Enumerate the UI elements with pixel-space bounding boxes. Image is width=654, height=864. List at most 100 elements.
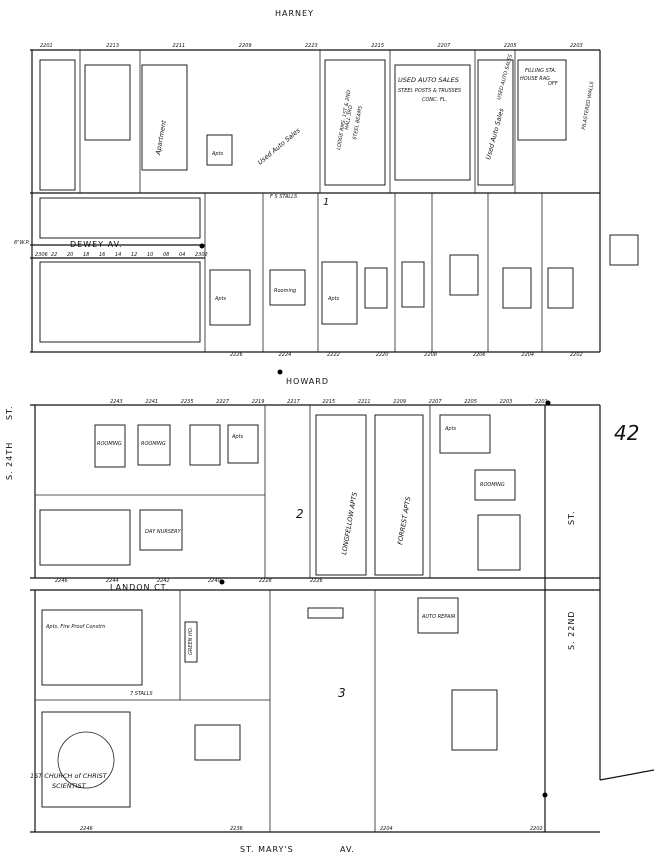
building: [364, 267, 388, 309]
street-labels: HARNEY DEWEY AV. HOWARD LANDON CT. ST. M…: [5, 9, 576, 854]
address-number: 2226: [230, 352, 243, 358]
buildings: [39, 59, 639, 808]
building: [609, 234, 639, 266]
address-number: 2209: [239, 43, 252, 49]
sheet-number: 42: [614, 421, 639, 445]
label-church-2: SCIENTIST: [52, 782, 87, 790]
address-number: 2215: [323, 399, 336, 405]
label-fireproof: Apts. Fire Proof Constrn: [45, 624, 105, 630]
address-number: 2207: [429, 399, 443, 405]
building: [502, 267, 532, 309]
label-office: OFF: [548, 81, 558, 87]
address-number: 2306: [35, 252, 48, 258]
hydrant-icon: [545, 400, 551, 406]
building: [307, 607, 344, 619]
address-number: 2244: [106, 578, 119, 584]
address-number: 2204: [521, 352, 534, 358]
building: [41, 609, 143, 686]
building: [206, 134, 233, 166]
address-number: 18: [83, 252, 89, 258]
address-number: 2246: [55, 578, 68, 584]
label-apts-5: Apts: [444, 426, 457, 432]
building: [477, 514, 521, 571]
label-rooming-3: ROOMING: [141, 441, 166, 447]
building: [449, 254, 479, 296]
building: [439, 414, 491, 454]
address-number: 2235: [181, 399, 194, 405]
building: [269, 269, 306, 306]
block-number-1: 1: [323, 197, 329, 208]
block-number-3: 3: [338, 686, 346, 700]
address-number: 2217: [287, 399, 301, 405]
building: [227, 424, 259, 464]
address-number: 2223: [305, 43, 318, 49]
address-number: 2246: [80, 826, 93, 832]
label-used-auto-2: Used Auto Sales: [256, 126, 302, 166]
address-number: 2242: [157, 578, 170, 584]
building: [84, 64, 131, 141]
building: [184, 621, 198, 663]
address-number: 2228: [259, 578, 272, 584]
address-number: 2211: [358, 399, 371, 405]
street-st-marys: ST. MARY'S: [240, 845, 294, 854]
building: [39, 197, 201, 239]
label-house-rag: HOUSE RAG: [520, 76, 550, 82]
label-hall: HALL 3RD: [344, 105, 354, 131]
label-apts-3: Apts: [327, 296, 340, 302]
label-filling: FILLING STA.: [525, 68, 556, 74]
address-number: 2202: [530, 826, 543, 832]
building: [209, 269, 251, 326]
building: [39, 261, 201, 343]
building: [137, 424, 171, 466]
building: [517, 59, 567, 141]
address-number: 22: [51, 252, 57, 258]
address-number: 2243: [110, 399, 123, 405]
building: [417, 597, 459, 634]
building: [374, 414, 424, 576]
address-number: 10: [147, 252, 153, 258]
address-number: 2203: [500, 399, 513, 405]
label-rooming-1: Rooming: [274, 288, 296, 294]
label-pilastered: PILASTERED WALLS: [581, 80, 596, 130]
block-number-2: 2: [296, 507, 304, 521]
label-apts-4: Apts: [231, 434, 244, 440]
address-number: 2208: [424, 352, 437, 358]
building: [39, 509, 131, 566]
hydrant-icon: [277, 369, 283, 375]
address-number: 2209: [393, 399, 406, 405]
street-howard: HOWARD: [286, 377, 329, 386]
address-number: 2226: [310, 578, 323, 584]
address-number: 2227: [216, 399, 230, 405]
address-number: 2203: [570, 43, 583, 49]
address-number: 20: [67, 252, 73, 258]
address-number: 2222: [327, 352, 340, 358]
label-steel-posts: STEEL POSTS & TRUSSES: [398, 88, 462, 94]
address-number: 2207: [438, 43, 452, 49]
s22-east-corner: [599, 769, 654, 781]
building: [41, 711, 131, 808]
street-s24-suffix: ST.: [5, 405, 14, 420]
street-landon: LANDON CT.: [110, 583, 169, 592]
building: [401, 261, 425, 308]
church-dome: [57, 731, 115, 789]
address-number: 2213: [106, 43, 119, 49]
address-number: 12: [131, 252, 137, 258]
address-number: 2240: [208, 578, 221, 584]
label-apts-2: Apts: [214, 296, 227, 302]
address-number: 2205: [504, 43, 517, 49]
address-number: 2201: [40, 43, 53, 49]
address-number: 14: [115, 252, 121, 258]
building: [477, 59, 514, 186]
building: [547, 267, 574, 309]
address-number: 2302: [195, 252, 208, 258]
hydrant-markers: [199, 243, 551, 798]
label-stalls-2: F S STALLS: [270, 194, 298, 200]
label-apts-1: Apts: [211, 151, 224, 157]
label-stalls-1: 7 STALLS: [130, 691, 154, 697]
label-day-nursery: DAY NURSERY: [145, 529, 182, 535]
label-rooming-4: ROOMING: [480, 482, 505, 488]
